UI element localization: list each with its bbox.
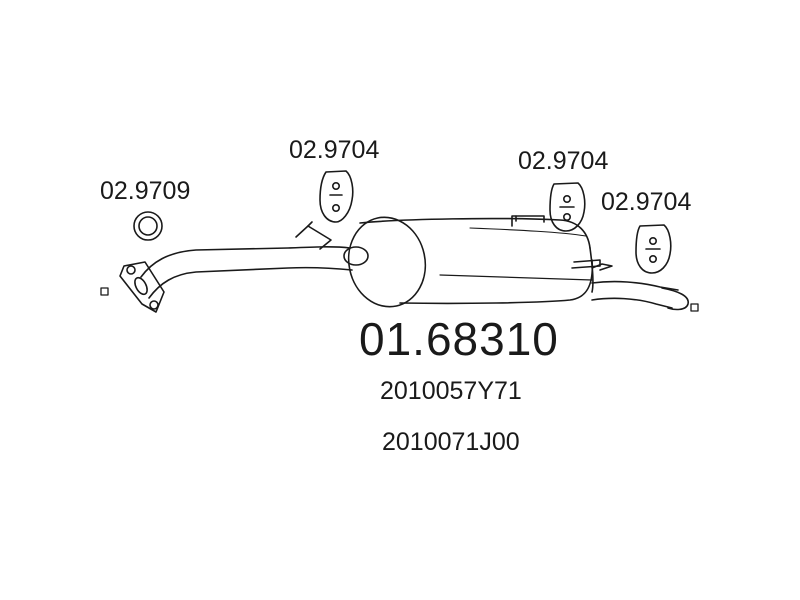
hanger-ref-label-1: 02.9704: [289, 136, 380, 164]
hanger-ref-label-3: 02.9704: [601, 188, 692, 216]
muffler-body: [343, 216, 594, 308]
hanger-ref-label-2: 02.9704: [518, 147, 609, 175]
inlet-flange-icon: [119, 261, 165, 313]
rubber-hanger-icon-1: [319, 170, 354, 223]
rubber-hanger-icon-3: [635, 224, 672, 274]
part-number: 01.68310: [359, 313, 559, 365]
oe-number-1: 2010057Y71: [380, 377, 522, 405]
muffler-hanger-rod: [511, 215, 545, 227]
right-end-marker: [690, 303, 699, 312]
gasket-ring-icon: [133, 211, 163, 241]
inlet-pipe: [140, 221, 353, 299]
left-end-marker: [100, 287, 109, 296]
tail-pipe: [571, 259, 689, 311]
oe-number-2: 2010071J00: [382, 428, 520, 456]
rubber-hanger-icon-2: [549, 182, 586, 232]
gasket-ref-label: 02.9709: [100, 177, 191, 205]
